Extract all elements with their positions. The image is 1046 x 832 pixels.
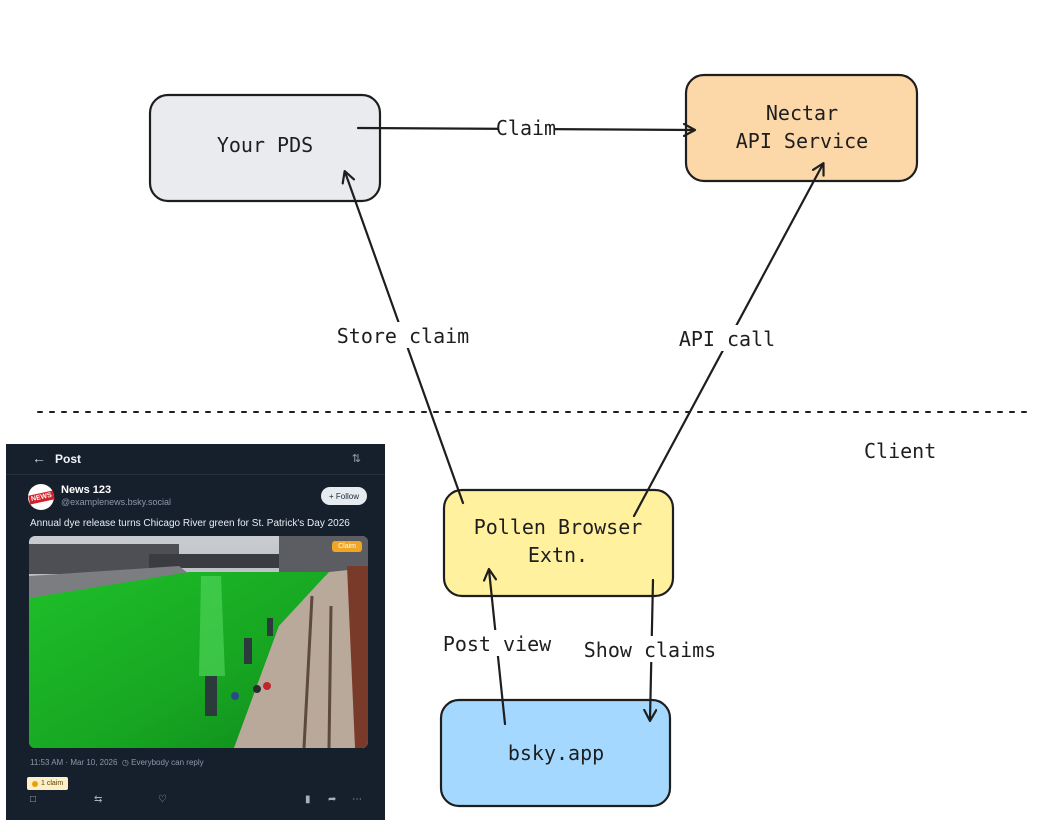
post-actions: □ ⇆ ♡ ▮ ➦ ⋯ xyxy=(28,794,365,810)
node-nectar-box xyxy=(684,73,919,183)
pedestrian-3 xyxy=(231,692,239,700)
node-nectar-label-line1: Nectar xyxy=(766,101,838,125)
edge-post-view-label: Post view xyxy=(443,632,552,656)
node-bsky-box xyxy=(439,698,672,808)
node-your-pds-label: Your PDS xyxy=(217,133,313,157)
pedestrian-2 xyxy=(253,685,261,693)
bookmark-icon[interactable]: ▮ xyxy=(305,794,311,805)
node-your-pds: Your PDS xyxy=(148,93,382,203)
node-your-pds-box xyxy=(148,93,382,203)
node-pollen-box xyxy=(442,488,675,598)
node-pollen-label-line2: Extn. xyxy=(528,543,588,567)
avatar[interactable]: NEWS xyxy=(27,484,55,510)
settings-icon[interactable]: ⇅ xyxy=(351,453,361,465)
node-bsky-app: bsky.app xyxy=(439,698,672,808)
post-image-illustration xyxy=(29,536,368,748)
reply-icon[interactable]: □ xyxy=(30,794,37,805)
post-timestamp: 11:53 AM · Mar 10, 2026 xyxy=(30,758,118,767)
node-nectar-label-line2: API Service xyxy=(736,129,868,153)
tree-1 xyxy=(302,595,314,748)
edge-claim-label: Claim xyxy=(496,116,556,140)
node-bsky-label: bsky.app xyxy=(508,741,604,765)
post-meta: 11:53 AM · Mar 10, 2026 ◷ Everybody can … xyxy=(30,758,204,767)
author-handle[interactable]: @examplenews.bsky.social xyxy=(61,497,172,507)
edge-api-call-label: API call xyxy=(679,327,775,351)
reply-setting: Everybody can reply xyxy=(131,758,204,767)
edge-api-call-label-bg xyxy=(680,325,774,351)
edge-show-claims-label: Show claims xyxy=(584,638,716,662)
edge-post-view-label-bg xyxy=(441,630,553,656)
node-pollen-label-line1: Pollen Browser xyxy=(474,515,643,539)
lamp-post-1 xyxy=(205,676,217,716)
reply-setting-icon: ◷ xyxy=(121,758,129,767)
post-header: ← Post ⇅ xyxy=(6,444,385,475)
river-water xyxy=(29,572,329,748)
edge-show-claims-label-bg xyxy=(584,636,716,662)
lamp-post-3 xyxy=(267,618,273,636)
client-zone-label: Client xyxy=(864,439,936,463)
node-nectar-api-service: Nectar API Service xyxy=(684,73,919,183)
post-screenshot: ← Post ⇅ NEWS News 123 @examplenews.bsky… xyxy=(6,444,385,820)
claims-count-label: 1 claim xyxy=(41,780,64,787)
right-walkway xyxy=(234,568,368,748)
skyline-bridge xyxy=(149,554,299,568)
right-buildings xyxy=(347,566,368,748)
pedestrian-1 xyxy=(263,682,271,690)
like-icon[interactable]: ♡ xyxy=(158,794,167,805)
post-image[interactable]: Claim xyxy=(29,536,368,748)
avatar-logo-text: NEWS xyxy=(27,489,55,505)
author-name[interactable]: News 123 xyxy=(61,484,112,496)
repost-icon[interactable]: ⇆ xyxy=(94,794,103,805)
edge-store-claim-label-bg xyxy=(340,322,466,348)
node-pollen-browser-extension: Pollen Browser Extn. xyxy=(442,488,675,598)
post-header-title: Post xyxy=(55,452,82,466)
image-claim-badge[interactable]: Claim xyxy=(332,541,362,552)
reflection xyxy=(199,576,225,676)
edge-store-claim-label: Store claim xyxy=(337,324,469,348)
share-icon[interactable]: ➦ xyxy=(328,794,337,805)
claim-dot-icon xyxy=(32,780,38,787)
more-icon[interactable]: ⋯ xyxy=(352,794,362,805)
tree-2 xyxy=(327,605,333,748)
edge-claim-label-bg xyxy=(498,116,554,140)
post-author-row: NEWS News 123 @examplenews.bsky.social +… xyxy=(27,482,369,512)
left-bank xyxy=(29,566,189,598)
claims-count-badge[interactable]: 1 claim xyxy=(27,777,69,790)
back-arrow-icon[interactable]: ← xyxy=(32,450,46,466)
lamp-post-2 xyxy=(244,638,252,664)
post-text: Annual dye release turns Chicago River g… xyxy=(30,518,350,529)
follow-button[interactable]: + Follow xyxy=(320,487,367,505)
